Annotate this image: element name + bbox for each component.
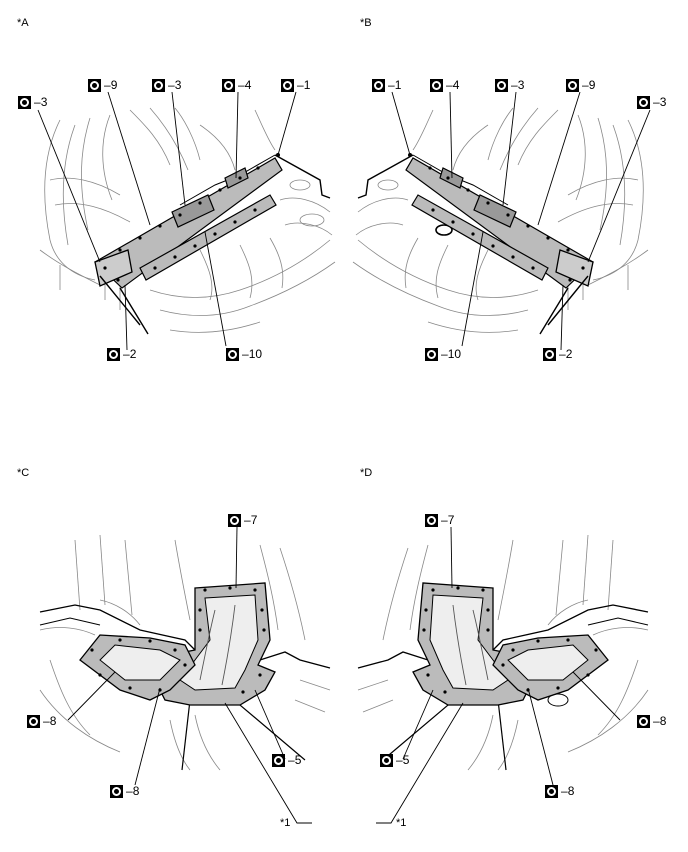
- callout-a-4: –4: [222, 78, 251, 92]
- panel-label-a: *A: [17, 17, 29, 29]
- weld-symbol-icon: [222, 78, 235, 92]
- callout-d-8-right: –8: [637, 714, 666, 728]
- panel-label-c: *C: [17, 467, 30, 479]
- callout-c-7: –7: [228, 513, 257, 527]
- callout-c-8-left: –8: [27, 714, 56, 728]
- callout-b-3-right: –3: [637, 95, 666, 109]
- weld-symbol-icon: [152, 78, 165, 92]
- callout-c-5: –5: [272, 753, 301, 767]
- weld-symbol-icon: [637, 714, 650, 728]
- weld-symbol-icon: [18, 95, 31, 109]
- callout-b-10: –10: [425, 347, 461, 361]
- weld-symbol-icon: [543, 347, 556, 361]
- weld-symbol-icon: [430, 78, 443, 92]
- weld-symbol-icon: [425, 513, 438, 527]
- callout-d-5: –5: [380, 753, 409, 767]
- note-c-1: *1: [280, 817, 291, 829]
- note-d-1: *1: [396, 817, 407, 829]
- callout-b-3-top: –3: [495, 78, 524, 92]
- weld-symbol-icon: [88, 78, 101, 92]
- weld-symbol-icon: [566, 78, 579, 92]
- panel-label-d: *D: [360, 467, 373, 479]
- weld-symbol-icon: [226, 347, 239, 361]
- panel-c-drawing: [39, 526, 331, 824]
- panel-label-b: *B: [360, 17, 372, 29]
- callout-a-1: –1: [281, 78, 310, 92]
- panel-b-drawing: [352, 91, 651, 351]
- callout-a-9: –9: [88, 78, 117, 92]
- weld-symbol-icon: [495, 78, 508, 92]
- callout-b-1: –1: [372, 78, 401, 92]
- callout-b-2: –2: [543, 347, 572, 361]
- weld-symbol-icon: [110, 784, 123, 798]
- panel-d-drawing: [357, 526, 649, 824]
- callout-d-7: –7: [425, 513, 454, 527]
- weld-symbol-icon: [380, 753, 393, 767]
- callout-b-9: –9: [566, 78, 595, 92]
- callout-a-2: –2: [107, 347, 136, 361]
- callout-a-3-top: –3: [152, 78, 181, 92]
- callout-b-4: –4: [430, 78, 459, 92]
- weld-symbol-icon: [272, 753, 285, 767]
- callout-a-10: –10: [226, 347, 262, 361]
- panel-a-drawing: [37, 91, 336, 351]
- weld-symbol-icon: [425, 347, 438, 361]
- weld-symbol-icon: [27, 714, 40, 728]
- callout-d-8-bottom: –8: [545, 784, 574, 798]
- weld-symbol-icon: [281, 78, 294, 92]
- callout-a-3-left: –3: [18, 95, 47, 109]
- weld-symbol-icon: [372, 78, 385, 92]
- weld-symbol-icon: [637, 95, 650, 109]
- weld-symbol-icon: [228, 513, 241, 527]
- weld-symbol-icon: [107, 347, 120, 361]
- weld-symbol-icon: [545, 784, 558, 798]
- callout-c-8-bottom: –8: [110, 784, 139, 798]
